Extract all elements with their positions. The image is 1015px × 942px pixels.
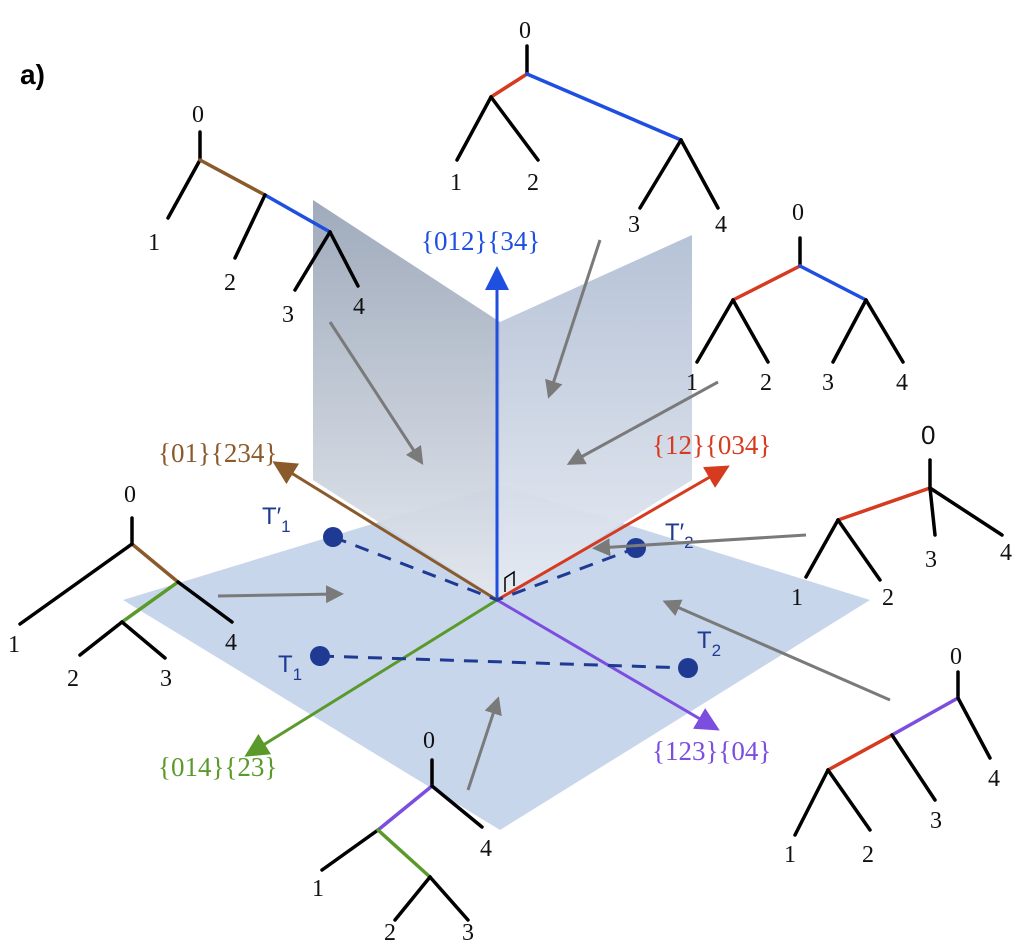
svg-text:1: 1 (312, 876, 324, 902)
svg-text:3: 3 (462, 920, 474, 942)
svg-text:1: 1 (791, 585, 803, 611)
svg-text:3: 3 (822, 370, 834, 396)
right-angle-mark (504, 570, 515, 592)
svg-text:1: 1 (784, 842, 796, 868)
tree-bottom-right: 0 4 3 1 2 (784, 644, 1000, 868)
svg-text:4: 4 (896, 370, 908, 396)
svg-text:2: 2 (384, 920, 396, 942)
svg-text:4: 4 (225, 630, 237, 656)
svg-text:3: 3 (282, 302, 294, 328)
geodesic-unprimed (319, 654, 689, 670)
svg-text:4: 4 (715, 212, 727, 238)
svg-text:0: 0 (519, 18, 531, 44)
tree-right-upper: 0 1 2 3 4 (686, 200, 908, 396)
svg-text:0: 0 (423, 728, 435, 754)
point-t1 (310, 646, 330, 666)
pointer-arrow (545, 239, 602, 399)
svg-text:3: 3 (160, 666, 172, 692)
tree-top: 0 1 2 3 4 (450, 18, 727, 238)
vertical-plane-left (313, 200, 500, 600)
pointer-arrow (217, 585, 344, 604)
svg-text:3: 3 (930, 808, 942, 834)
svg-text:4: 4 (988, 766, 1000, 792)
svg-text:0: 0 (792, 200, 804, 226)
svg-text:1: 1 (8, 632, 20, 658)
axis-green (244, 598, 498, 757)
axis-label-vertical: {012}{34} (421, 226, 540, 256)
tree-right-mid: 0 3 4 1 2 (791, 420, 1012, 611)
svg-text:0: 0 (950, 644, 962, 670)
pointer-arrow (466, 696, 502, 791)
axis-label-green: {014}{23} (158, 752, 277, 782)
svg-text:4: 4 (353, 294, 365, 320)
point-t2 (678, 658, 698, 678)
svg-text:1: 1 (686, 370, 698, 396)
pointer-arrow (662, 599, 891, 702)
tree-upper-left: 0 1 2 3 4 (148, 102, 365, 328)
pointer-arrow (328, 321, 424, 466)
axis-label-red: {12}{034} (652, 430, 771, 460)
label-t1: T1 (278, 651, 302, 684)
axis-label-brown: {01}{234} (158, 438, 277, 468)
svg-text:3: 3 (628, 212, 640, 238)
label-t2: T2 (697, 627, 721, 660)
axis-purple (496, 598, 720, 731)
tree-left: 0 1 4 2 3 (8, 482, 237, 692)
svg-text:1: 1 (148, 230, 160, 256)
svg-text:1: 1 (450, 170, 462, 196)
svg-text:4: 4 (480, 836, 492, 862)
axis-label-purple: {123}{04} (652, 736, 771, 766)
svg-text:3: 3 (925, 547, 937, 573)
svg-text:0: 0 (921, 420, 935, 450)
figure-label: a) (20, 59, 45, 90)
axis-red (496, 465, 730, 602)
geodesic-primed (332, 535, 637, 602)
svg-text:0: 0 (124, 482, 136, 508)
tree-bottom: 0 4 1 2 3 (312, 728, 492, 942)
pointer-arrow (566, 380, 719, 465)
horizontal-plane (123, 485, 870, 830)
point-t1-prime (323, 527, 343, 547)
axis-brown (272, 461, 498, 602)
svg-text:2: 2 (67, 666, 79, 692)
svg-text:0: 0 (192, 102, 204, 128)
svg-text:2: 2 (760, 370, 772, 396)
label-t1-prime: T′1 (262, 503, 291, 536)
svg-text:2: 2 (224, 270, 236, 296)
svg-text:2: 2 (862, 842, 874, 868)
vertical-plane-right (500, 235, 692, 600)
svg-text:2: 2 (882, 585, 894, 611)
svg-text:4: 4 (1000, 540, 1012, 566)
pointer-arrow (592, 533, 807, 557)
point-t2-prime (626, 538, 646, 558)
svg-text:2: 2 (527, 170, 539, 196)
